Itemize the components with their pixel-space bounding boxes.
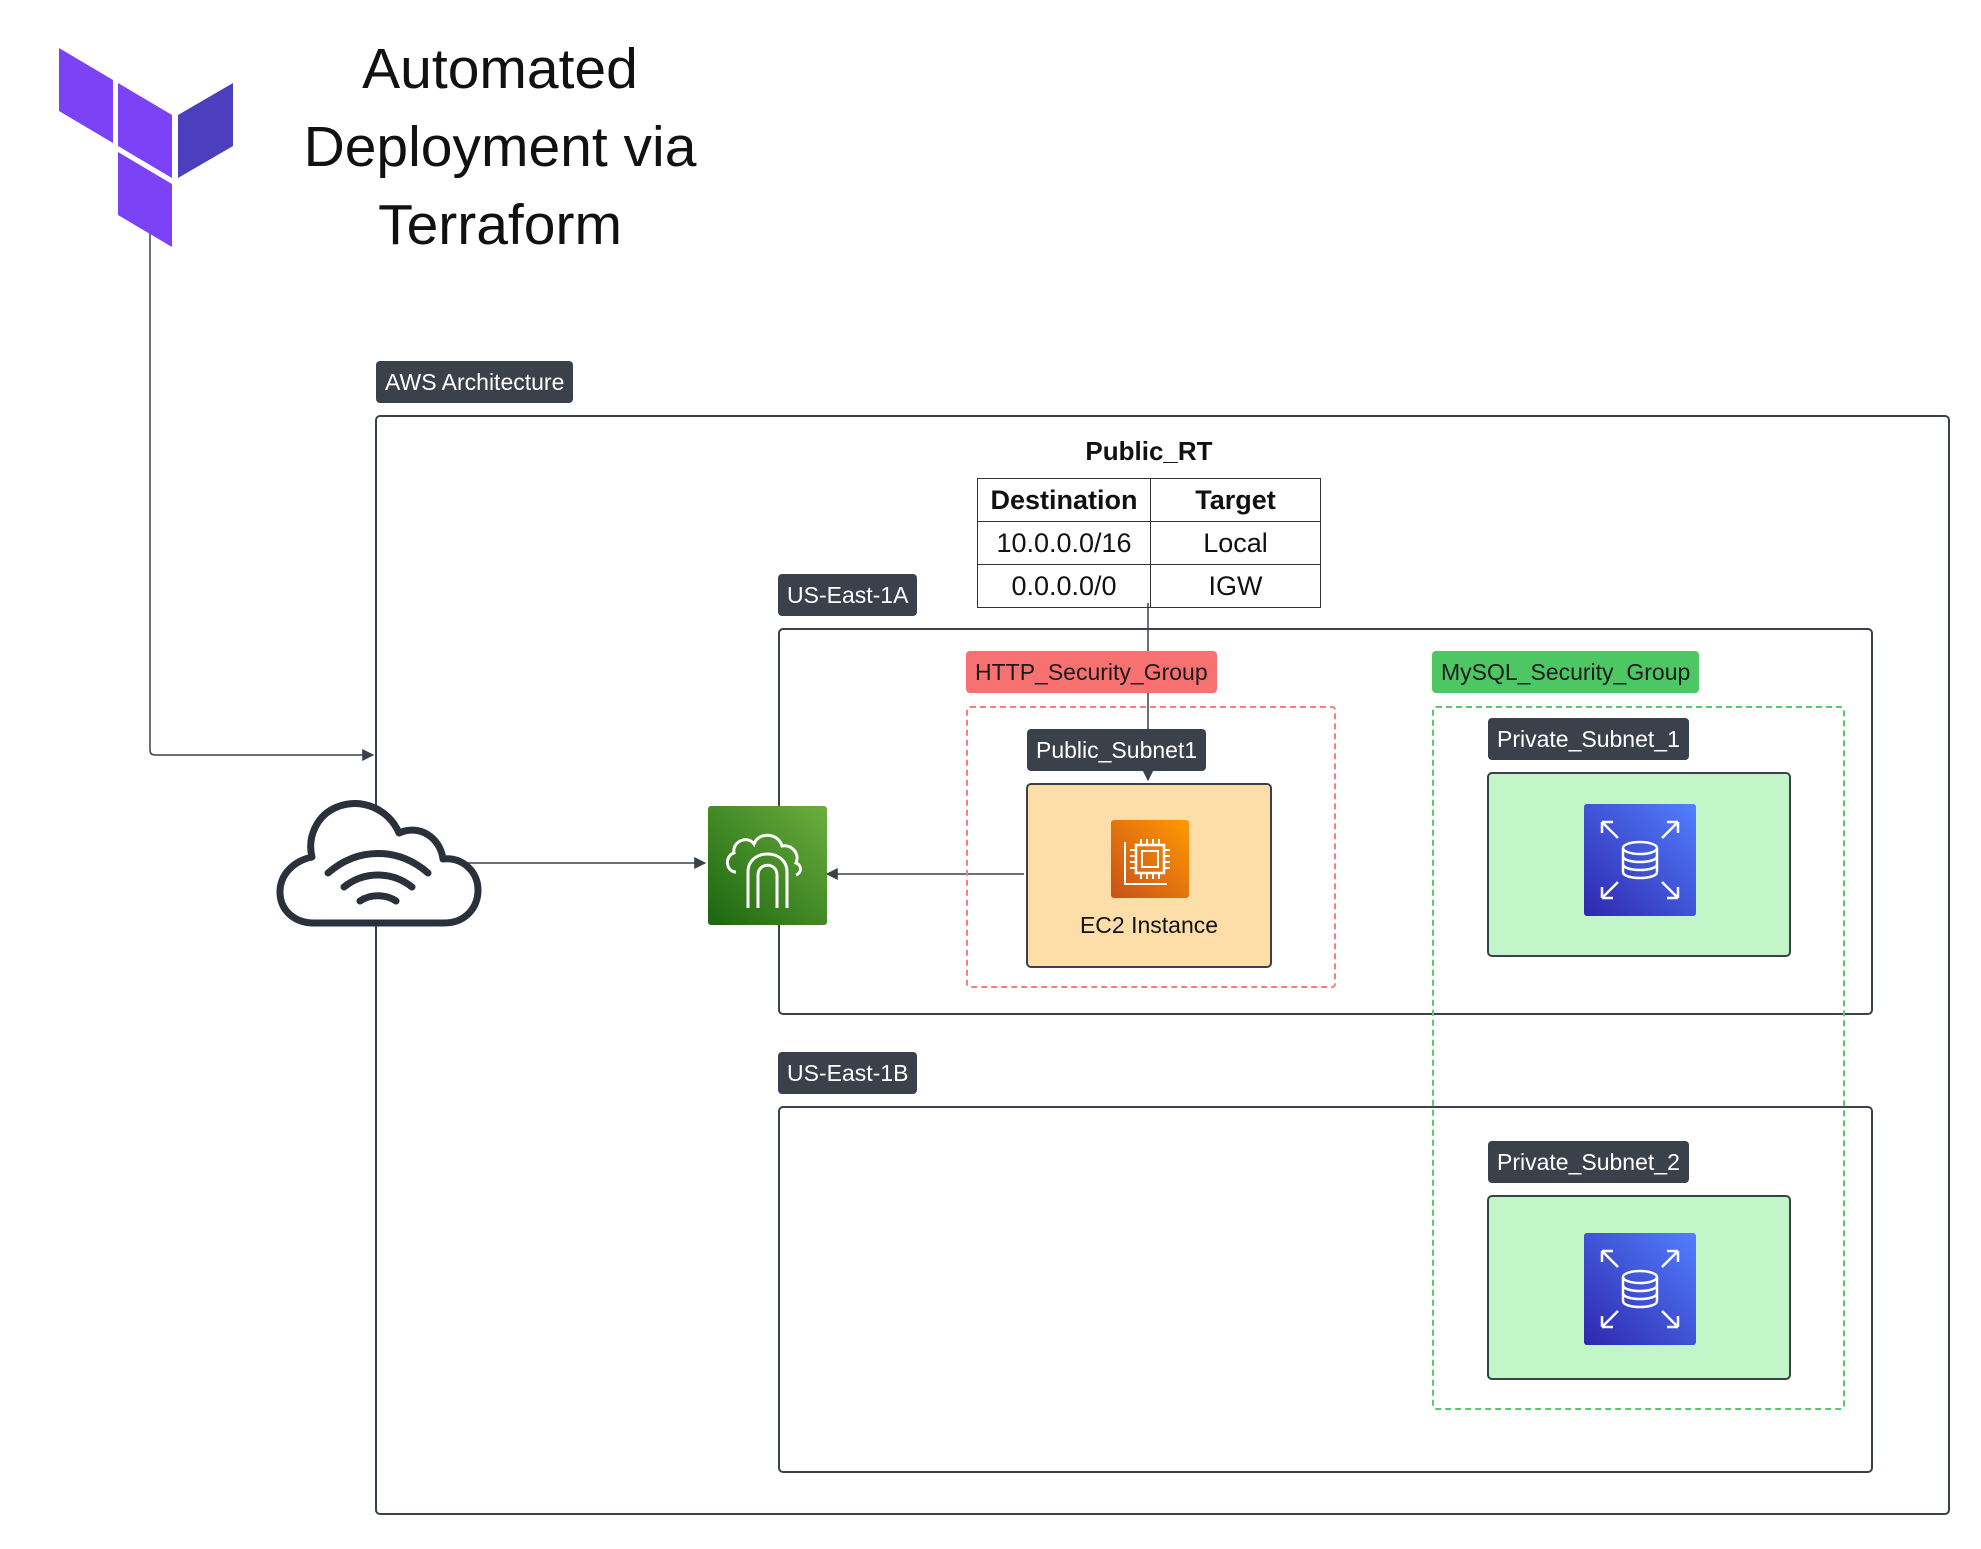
us-east-1a-tag: US-East-1A [778, 574, 918, 616]
route-table-cell: 0.0.0.0/0 [977, 564, 1151, 608]
private-subnet-1-container [1487, 772, 1791, 957]
route-table-row: 10.0.0.0/16 Local [977, 521, 1321, 565]
rds-database-icon [1584, 804, 1696, 916]
route-table-header-destination: Destination [977, 478, 1151, 522]
title-line-1: Automated [362, 37, 638, 101]
http-security-group-container [966, 706, 1336, 988]
aws-architecture-tag: AWS Architecture [376, 361, 574, 403]
title-line-3: Terraform [378, 193, 622, 257]
internet-gateway-icon [708, 806, 827, 925]
route-table-row: 0.0.0.0/0 IGW [977, 564, 1321, 608]
us-east-1b-tag: US-East-1B [778, 1052, 918, 1094]
private-subnet-2-container [1487, 1195, 1791, 1380]
terraform-connector [149, 175, 375, 761]
route-table: Destination Target 10.0.0.0/16 Local 0.0… [977, 478, 1321, 608]
title-line-2: Deployment via [303, 115, 697, 179]
http-security-group-tag: HTTP_Security_Group [966, 651, 1217, 693]
diagram-title: Automated Deployment via Terraform [250, 30, 750, 264]
us-east-1b-container [778, 1106, 1873, 1473]
aws-architecture-container [375, 415, 1950, 1515]
private-subnet-2-tag: Private_Subnet_2 [1488, 1141, 1689, 1183]
ec2-instance-label: EC2 Instance [1079, 912, 1219, 938]
mysql-security-group-tag: MySQL_Security_Group [1432, 651, 1700, 693]
terraform-logo-icon [59, 48, 233, 247]
ec2-instance-icon [1111, 820, 1189, 898]
ec2-instance-container: EC2 Instance [1026, 783, 1272, 968]
mysql-security-group-container [1432, 706, 1845, 1410]
rds-database-icon [1584, 1233, 1696, 1345]
private-subnet-1-tag: Private_Subnet_1 [1488, 718, 1689, 760]
route-table-header-target: Target [1150, 478, 1321, 522]
route-table-cell: 10.0.0.0/16 [977, 521, 1151, 565]
route-table-title: Public_RT [1085, 436, 1213, 466]
public-subnet-tag: Public_Subnet1 [1027, 729, 1207, 771]
route-table-header-row: Destination Target [977, 478, 1321, 522]
internet-cloud-icon [276, 800, 482, 927]
route-table-cell: Local [1150, 521, 1321, 565]
route-table-cell: IGW [1150, 564, 1321, 608]
